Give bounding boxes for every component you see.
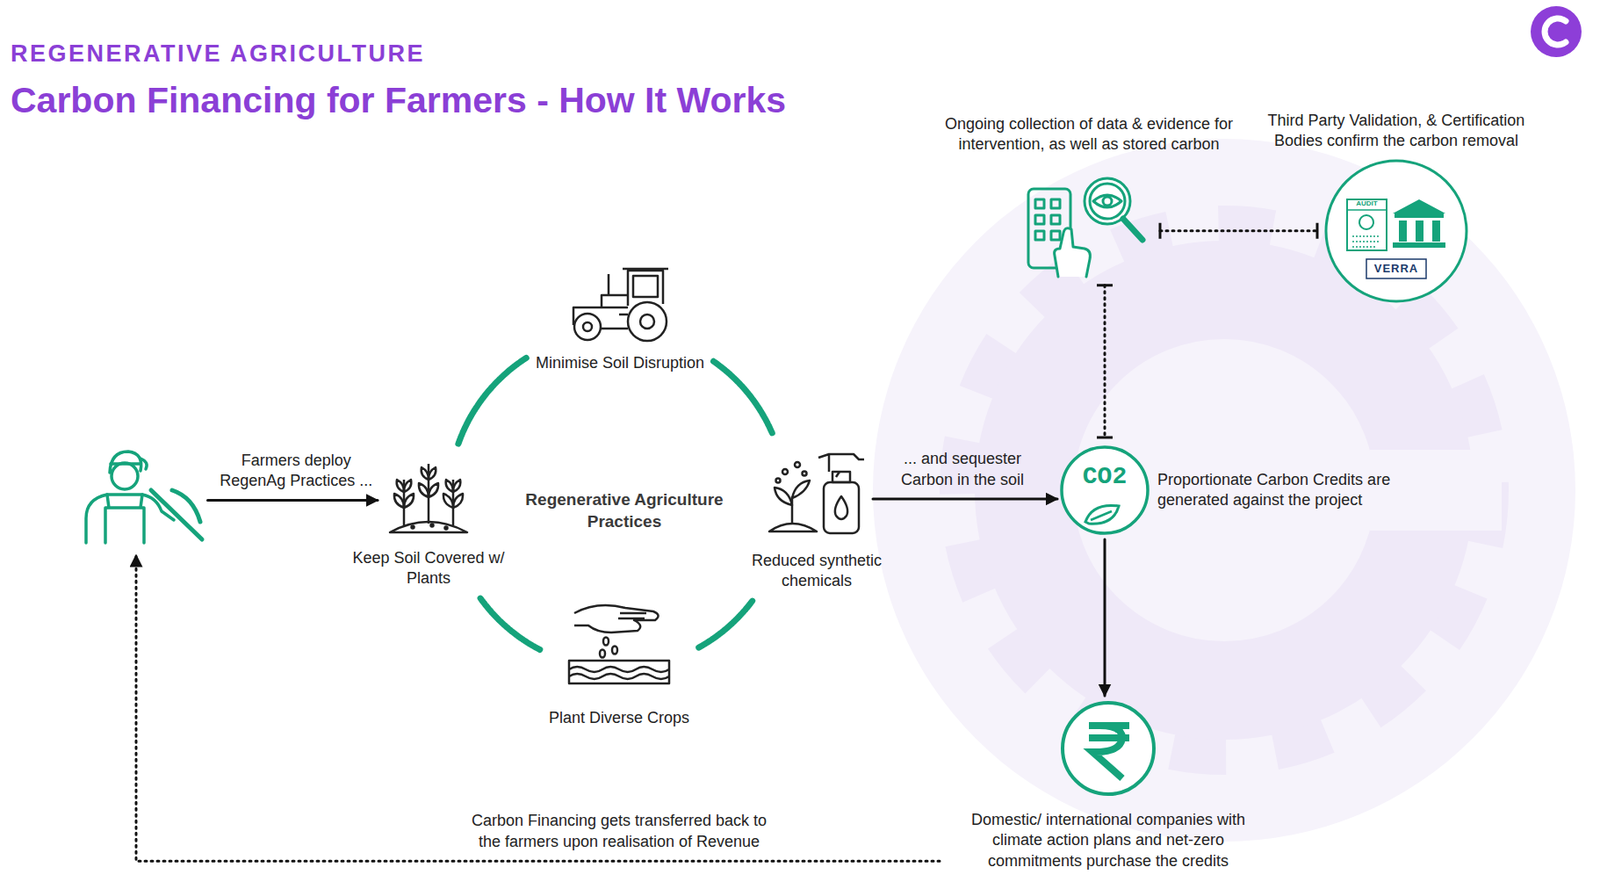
spray-sprout-icon xyxy=(767,441,866,535)
carbon-credit-node: CO2Proportionate Carbon Credits are gene… xyxy=(1059,444,1421,536)
audit-tag: AUDIT xyxy=(1347,200,1387,209)
practice-node: Reduced synthetic chemicals xyxy=(737,441,896,592)
hand-seeds-icon xyxy=(562,590,677,687)
node-text: Keep Soil Covered w/ Plants xyxy=(340,547,517,590)
logo-c xyxy=(1544,18,1566,45)
dotted-connector xyxy=(136,554,940,861)
verification-icon xyxy=(1322,157,1471,305)
co2-symbol: CO2 xyxy=(1059,461,1151,492)
verra-logo-text: VERRA xyxy=(1366,260,1427,277)
seeds-icon-box xyxy=(562,590,677,687)
cycle-arc xyxy=(713,360,773,433)
connector-line xyxy=(1103,539,1107,696)
watermark-c-gap xyxy=(1369,449,1502,531)
header-wrap: REGENERATIVE AGRICULTURE xyxy=(10,38,426,70)
rupee-icon xyxy=(1059,699,1158,798)
arrow-connector xyxy=(1104,539,1106,696)
data-collection-node: Ongoing collection of data & evidence fo… xyxy=(939,114,1239,279)
connector-line xyxy=(1160,229,1318,232)
logo-disc xyxy=(1530,6,1582,58)
data-icon-box xyxy=(1023,169,1155,279)
node-text: Reduced synthetic chemicals xyxy=(737,550,896,592)
plants-icon xyxy=(386,453,471,536)
connector-line xyxy=(1103,285,1107,438)
edge-label-wrap: Carbon Financing gets transferred back t… xyxy=(469,810,769,852)
arrow-connector xyxy=(872,498,1058,500)
bar-cap xyxy=(1096,285,1113,438)
node-text: Ongoing collection of data & evidence fo… xyxy=(939,114,1239,156)
connector-line xyxy=(208,498,379,502)
tractor-icon xyxy=(562,261,678,343)
node-text: Proportionate Carbon Credits are generat… xyxy=(1157,469,1421,512)
cycle-arc xyxy=(480,598,541,649)
node-text: Third Party Validation, & Certification … xyxy=(1264,110,1528,152)
rupee-icon-box xyxy=(1059,699,1158,798)
verification-node: Third Party Validation, & Certification … xyxy=(1264,110,1528,305)
co2-icon-box: CO2 xyxy=(1059,444,1151,536)
dotted-connector xyxy=(1096,285,1113,438)
connector-line xyxy=(699,600,753,648)
plants-icon-box xyxy=(386,453,471,536)
node-text: Plant Diverse Crops xyxy=(548,707,690,728)
watermark-gear-ring xyxy=(1023,289,1425,691)
data-collection-icon xyxy=(1023,169,1155,279)
practice-node: Plant Diverse Crops xyxy=(548,590,690,728)
spray-icon-box xyxy=(767,441,866,535)
edge-label-wrap: ... and sequester Carbon in the soil xyxy=(887,448,1038,491)
connector-line xyxy=(480,598,541,649)
cycle-center-label: Regenerative Agriculture Practices xyxy=(518,489,730,533)
farmer-icon-box xyxy=(70,439,207,545)
arrow-connector xyxy=(208,499,379,501)
page-title: Carbon Financing for Farmers - How It Wo… xyxy=(10,79,786,123)
cycle-arc xyxy=(699,600,753,648)
edge-label: Carbon Financing gets transferred back t… xyxy=(469,810,769,852)
section-label: REGENERATIVE AGRICULTURE xyxy=(10,38,426,70)
edge-label: ... and sequester Carbon in the soil xyxy=(887,448,1038,491)
dotted-connector xyxy=(1160,223,1318,239)
node-text: Domestic/ international companies with c… xyxy=(950,809,1267,872)
edge-label: Farmers deploy RegenAg Practices ... xyxy=(215,450,378,492)
cycle-arc xyxy=(458,357,527,444)
farmer-icon xyxy=(70,439,207,545)
connector-line xyxy=(872,497,1058,501)
tractor-icon-box xyxy=(562,261,678,343)
connector-line xyxy=(458,357,527,444)
verify-icon-box: AUDIT VERRA xyxy=(1322,157,1471,305)
practice-node: Minimise Soil Disruption xyxy=(535,261,705,374)
title-wrap: Carbon Financing for Farmers - How It Wo… xyxy=(10,79,786,123)
edge-label-wrap: Farmers deploy RegenAg Practices ... xyxy=(215,450,378,492)
node-text: Minimise Soil Disruption xyxy=(535,353,705,374)
watermark-disc xyxy=(872,138,1576,842)
node-text: Regenerative Agriculture Practices xyxy=(518,489,730,533)
connector-line xyxy=(136,554,940,861)
connector-line xyxy=(713,360,773,433)
bar-cap xyxy=(1160,223,1318,239)
purchase-node: Domestic/ international companies with c… xyxy=(950,699,1267,872)
farmer-node xyxy=(70,439,207,545)
